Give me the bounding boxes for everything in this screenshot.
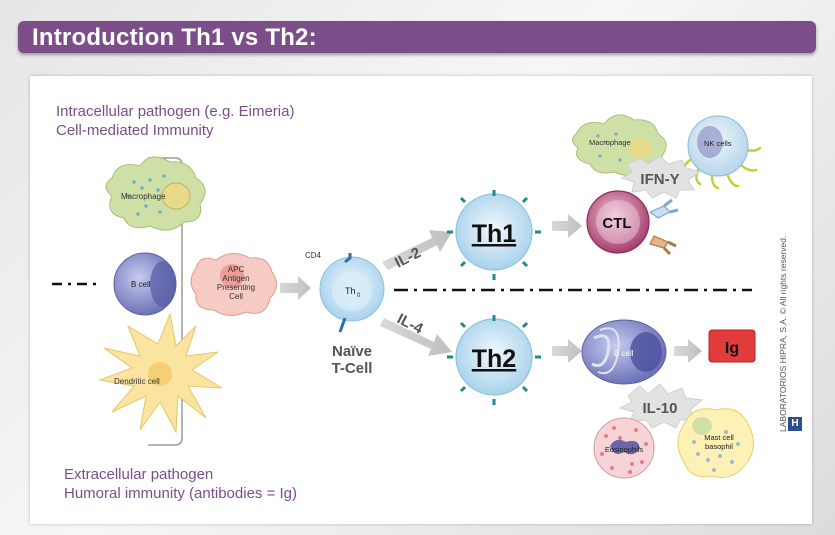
- eosinophil-cell: Eosinophils: [593, 417, 655, 479]
- cd4-label: CD4: [305, 251, 322, 260]
- il10-burst: IL-10: [618, 383, 704, 429]
- ig-label: Ig: [725, 340, 739, 357]
- arrow-th1-to-ctl: [552, 214, 582, 238]
- grouping-bracket: [148, 157, 183, 446]
- intracellular-line1: Intracellular pathogen (e.g. Eimeria): [56, 103, 294, 120]
- eosinophil-label: Eosinophils: [605, 445, 644, 454]
- dendritic-cell-label: Dendritic cell: [114, 377, 160, 386]
- title-bar: Introduction Th1 vs Th2:: [18, 21, 816, 53]
- naive-label-2: T-Cell: [332, 360, 373, 377]
- b-cell-right: B cell: [581, 319, 667, 385]
- extracellular-line1: Extracellular pathogen: [64, 466, 213, 483]
- th0-subscript: 0: [357, 293, 361, 299]
- th0-label: Th: [345, 286, 356, 296]
- nk-label: NK cells: [704, 139, 732, 148]
- apc-label-2: Antigen: [222, 274, 249, 283]
- extracellular-line2: Humoral immunity (antibodies = Ig): [64, 485, 297, 502]
- macrophage-cell: Macrophage: [105, 156, 206, 231]
- intracellular-line2: Cell-mediated Immunity: [56, 122, 214, 139]
- antibody-icon: [648, 198, 679, 256]
- hipra-logo-icon: H: [788, 417, 802, 431]
- th1-cell: Th1: [447, 190, 541, 280]
- arrow-apc-to-th0: [280, 276, 311, 300]
- il10-label: IL-10: [642, 400, 677, 417]
- mast-label-1: Mast cell: [704, 433, 734, 442]
- ctl-cell: CTL: [586, 190, 679, 256]
- page-title: Introduction Th1 vs Th2:: [32, 24, 317, 51]
- ctl-label: CTL: [602, 215, 631, 232]
- il2-arrow: IL-2: [382, 230, 452, 272]
- b-cell-left: B cell: [113, 252, 177, 316]
- mast-cell: Mast cell basophil: [677, 408, 754, 478]
- naive-label-1: Naïve: [332, 343, 372, 360]
- apc-label-4: Cell: [229, 292, 243, 301]
- apc-cell: APC Antigen Presenting Cell: [190, 253, 277, 316]
- b-cell-right-label: B cell: [614, 349, 634, 358]
- arrow-bcell-to-ig: [674, 339, 702, 363]
- macrophage-right-label: Macrophage: [589, 138, 631, 147]
- nk-cell: NK cells: [682, 115, 762, 190]
- macrophage-label: Macrophage: [121, 192, 166, 201]
- mast-label-2: basophil: [705, 442, 733, 451]
- th2-label: Th2: [472, 345, 516, 373]
- b-cell-left-label: B cell: [131, 280, 151, 289]
- ig-box: Ig: [708, 329, 756, 363]
- arrow-th2-to-bcell: [552, 339, 582, 363]
- th1-label: Th1: [472, 220, 517, 248]
- il4-arrow: IL-4: [380, 310, 452, 356]
- th2-cell: Th2: [447, 315, 541, 405]
- copyright-credit: LABORATORIOS HIPRA, S.A. © All rights re…: [778, 235, 788, 432]
- apc-label-3: Presenting: [217, 283, 255, 292]
- ifn-label: IFN-Y: [640, 171, 679, 188]
- apc-label-1: APC: [228, 265, 245, 274]
- naive-t-cell: CD4 Th 0 Naïve T-Cell: [305, 251, 385, 377]
- ifn-burst: IFN-Y: [620, 155, 702, 199]
- dendritic-cell: Dendritic cell: [98, 312, 223, 434]
